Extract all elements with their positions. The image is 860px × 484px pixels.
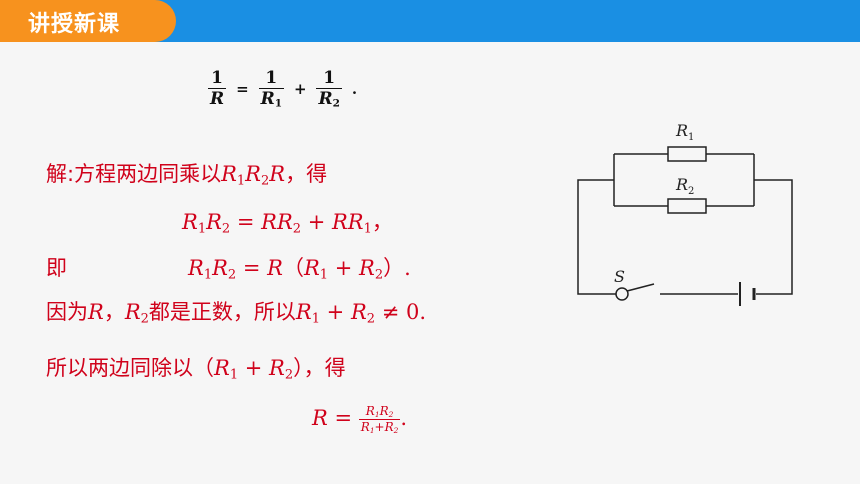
final-fraction: R1R2 R1+R2 <box>358 404 401 435</box>
solution-line-4: 因为R，R2都是正数，所以R1 + R2 ≠ 0. <box>46 300 427 327</box>
solution-line-3: 即 <box>46 256 67 280</box>
equals-sign: = <box>236 79 249 98</box>
circuit-diagram: R1 R2 S <box>577 121 793 306</box>
label-r2: R2 <box>675 175 694 197</box>
switch-pivot <box>615 287 629 301</box>
solution-line-2: R1R2 = RR2 + RR1， <box>182 210 393 237</box>
section-tab-label: 讲授新课 <box>28 12 121 37</box>
wire-left <box>577 179 616 295</box>
final-formula: R = R1R2 R1+R2 . <box>312 404 408 435</box>
wire-right <box>754 179 793 295</box>
resistor-r1 <box>667 146 707 162</box>
label-r1: R1 <box>675 121 694 143</box>
resistor-r2 <box>667 198 707 214</box>
solution-line-1: 解:方程两边同乘以R1R2R，得 <box>46 162 328 189</box>
switch-lever <box>626 283 655 292</box>
section-tab: 讲授新课 <box>0 0 176 42</box>
label-switch: S <box>614 267 625 286</box>
fraction-r1: 1 R1 <box>258 68 285 110</box>
formula-reciprocal-sum: 1 R = 1 R1 + 1 R2 . <box>208 68 358 110</box>
fraction-r2: 1 R2 <box>316 68 342 110</box>
plus-sign: + <box>293 79 307 98</box>
fraction-lhs: 1 R <box>208 68 227 110</box>
solution-line-5: 所以两边同除以（R1 + R2），得 <box>46 356 346 383</box>
solution-line-3-math: R1R2 = R（R1 + R2）. <box>188 256 411 283</box>
